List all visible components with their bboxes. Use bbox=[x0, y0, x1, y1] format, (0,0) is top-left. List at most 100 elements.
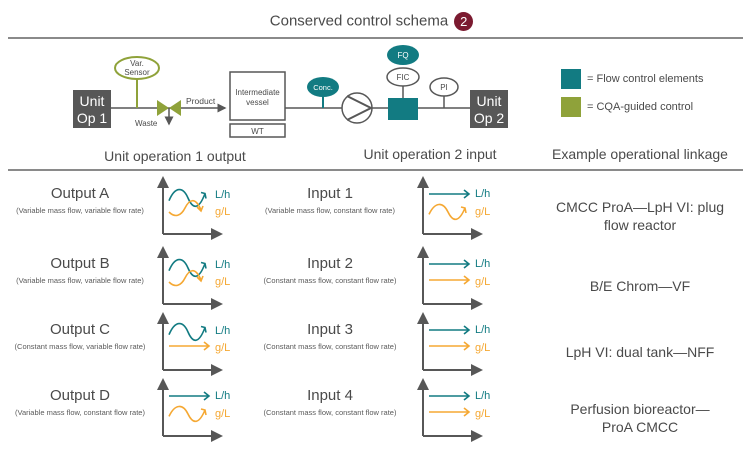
input-trend-chart: L/h g/L bbox=[417, 312, 490, 376]
fq-ellipse bbox=[387, 45, 419, 65]
unit-op-2-line2: Op 2 bbox=[474, 110, 505, 126]
mass-flow-series bbox=[429, 407, 471, 417]
unit-op-1-box bbox=[73, 90, 111, 128]
mass-flow-series bbox=[168, 269, 204, 287]
mass-unit-label: g/L bbox=[475, 276, 490, 288]
output-subtitle: (Constant mass flow, variable flow rate) bbox=[14, 342, 146, 351]
wt-box bbox=[229, 123, 286, 138]
mass-unit-label: g/L bbox=[215, 408, 230, 420]
input-title: Input 3 bbox=[307, 321, 353, 338]
title-badge: 2 bbox=[454, 12, 474, 31]
output-title: Output C bbox=[49, 321, 111, 338]
legend-label-cqa: = CQA-guided control bbox=[587, 101, 694, 113]
output-subtitle: (Variable mass flow, variable flow rate) bbox=[16, 206, 144, 215]
input-subtitle: (Variable mass flow, constant flow rate) bbox=[265, 206, 395, 215]
flow-unit-label: L/h bbox=[215, 259, 230, 271]
mass-flow-series bbox=[429, 275, 471, 285]
wt-label: WT bbox=[251, 127, 264, 136]
process-schema: Unit Op 1 Var. Sensor Waste Product Inte… bbox=[73, 45, 508, 138]
mass-unit-label: g/L bbox=[475, 408, 490, 420]
legend-swatch-flow bbox=[561, 69, 581, 89]
mass-flow-series bbox=[168, 199, 204, 217]
title-text: Conserved control schema bbox=[269, 12, 449, 30]
input-title: Input 1 bbox=[307, 185, 353, 202]
mass-unit-label: g/L bbox=[215, 206, 230, 218]
flow-unit-label: L/h bbox=[475, 188, 490, 200]
flow-rate-series bbox=[429, 325, 471, 335]
flow-rate-series bbox=[168, 188, 207, 208]
flow-unit-label: L/h bbox=[215, 189, 230, 201]
example-linkage-line: B/E Chrom—VF bbox=[589, 278, 691, 294]
output-trend-chart: L/h g/L bbox=[157, 312, 230, 376]
output-trend-chart: L/h g/L bbox=[157, 246, 230, 310]
fic-ellipse bbox=[386, 67, 420, 87]
flow-rate-series bbox=[429, 259, 471, 269]
unit-op-2-line1: Unit bbox=[477, 93, 502, 109]
mass-unit-label: g/L bbox=[475, 342, 490, 354]
flow-rate-series bbox=[429, 189, 471, 199]
output-title: Output A bbox=[50, 185, 110, 202]
fic-label: FIC bbox=[397, 73, 410, 82]
example-linkage-line: ProA CMCC bbox=[601, 419, 679, 435]
example-linkage: B/E Chrom—VF bbox=[535, 277, 743, 295]
input-subtitle: (Constant mass flow, constant flow rate) bbox=[263, 276, 397, 285]
output-trend-chart: L/h g/L bbox=[157, 176, 230, 240]
flow-unit-label: L/h bbox=[475, 324, 490, 336]
input-trend-chart: L/h g/L bbox=[417, 378, 490, 442]
mass-unit-label: g/L bbox=[215, 276, 230, 288]
input-title: Input 4 bbox=[307, 387, 353, 404]
example-linkage: Perfusion bioreactor— ProA CMCC bbox=[535, 400, 743, 436]
example-linkage-line: Perfusion bioreactor— bbox=[570, 401, 710, 417]
var-sensor-line1: Var. bbox=[130, 59, 144, 68]
fq-label: FQ bbox=[397, 51, 408, 60]
unit-op-1-line2: Op 1 bbox=[77, 110, 108, 126]
column-header-divider bbox=[8, 169, 743, 171]
output-trend-chart: L/h g/L bbox=[157, 378, 230, 442]
output-subtitle: (Variable mass flow, constant flow rate) bbox=[15, 408, 145, 417]
flow-unit-label: L/h bbox=[475, 390, 490, 402]
flow-rate-series bbox=[168, 258, 207, 278]
input-trend-chart: L/h g/L bbox=[417, 176, 490, 240]
flow-rate-series bbox=[168, 322, 207, 342]
conc-label: Conc. bbox=[313, 83, 333, 92]
conc-ellipse bbox=[307, 77, 339, 97]
example-linkage-line: LpH VI: dual tank—NFF bbox=[565, 344, 715, 360]
mass-flow-series bbox=[169, 341, 211, 351]
mass-flow-series bbox=[168, 405, 207, 423]
waste-label: Waste bbox=[135, 119, 158, 128]
flow-unit-label: L/h bbox=[215, 390, 230, 402]
header-divider bbox=[8, 37, 743, 39]
mass-unit-label: g/L bbox=[215, 342, 230, 354]
pump-icon bbox=[341, 92, 374, 124]
intermediate-vessel-line1: Intermediate bbox=[235, 88, 280, 97]
input-subtitle: (Constant mass flow, constant flow rate) bbox=[263, 408, 397, 417]
legend-swatch-cqa bbox=[561, 97, 581, 117]
column-header-input: Unit operation 2 input bbox=[363, 146, 497, 162]
flow-rate-series bbox=[169, 391, 211, 401]
example-linkage: LpH VI: dual tank—NFF bbox=[535, 343, 743, 361]
intermediate-vessel-box bbox=[229, 71, 286, 121]
var-sensor-ellipse bbox=[114, 56, 160, 80]
output-subtitle: (Variable mass flow, variable flow rate) bbox=[16, 276, 144, 285]
mass-flow-series bbox=[429, 341, 471, 351]
intermediate-vessel-line2: vessel bbox=[246, 98, 269, 107]
flow-rate-series bbox=[429, 391, 471, 401]
mass-unit-label: g/L bbox=[475, 206, 490, 218]
input-trend-chart: L/hg/L bbox=[417, 246, 490, 310]
unit-op-2-box bbox=[470, 90, 508, 128]
legend-label-flow: = Flow control elements bbox=[587, 73, 704, 85]
output-title: Output B bbox=[50, 255, 110, 272]
input-title: Input 2 bbox=[307, 255, 353, 272]
product-label: Product bbox=[186, 96, 216, 106]
example-linkage-line: CMCC ProA—LpH VI: plug bbox=[555, 199, 725, 215]
flow-unit-label: L/h bbox=[215, 325, 230, 337]
flow-control-box bbox=[388, 98, 418, 120]
column-header-example: Example operational linkage bbox=[552, 146, 728, 162]
mass-flow-series bbox=[428, 203, 467, 221]
valve-icon bbox=[157, 100, 181, 116]
page-title: Conserved control schema 2 bbox=[0, 12, 743, 31]
unit-op-1-line1: Unit bbox=[80, 93, 105, 109]
input-subtitle: (Constant mass flow, constant flow rate) bbox=[263, 342, 397, 351]
output-title: Output D bbox=[49, 387, 111, 404]
pi-ellipse bbox=[429, 77, 459, 97]
